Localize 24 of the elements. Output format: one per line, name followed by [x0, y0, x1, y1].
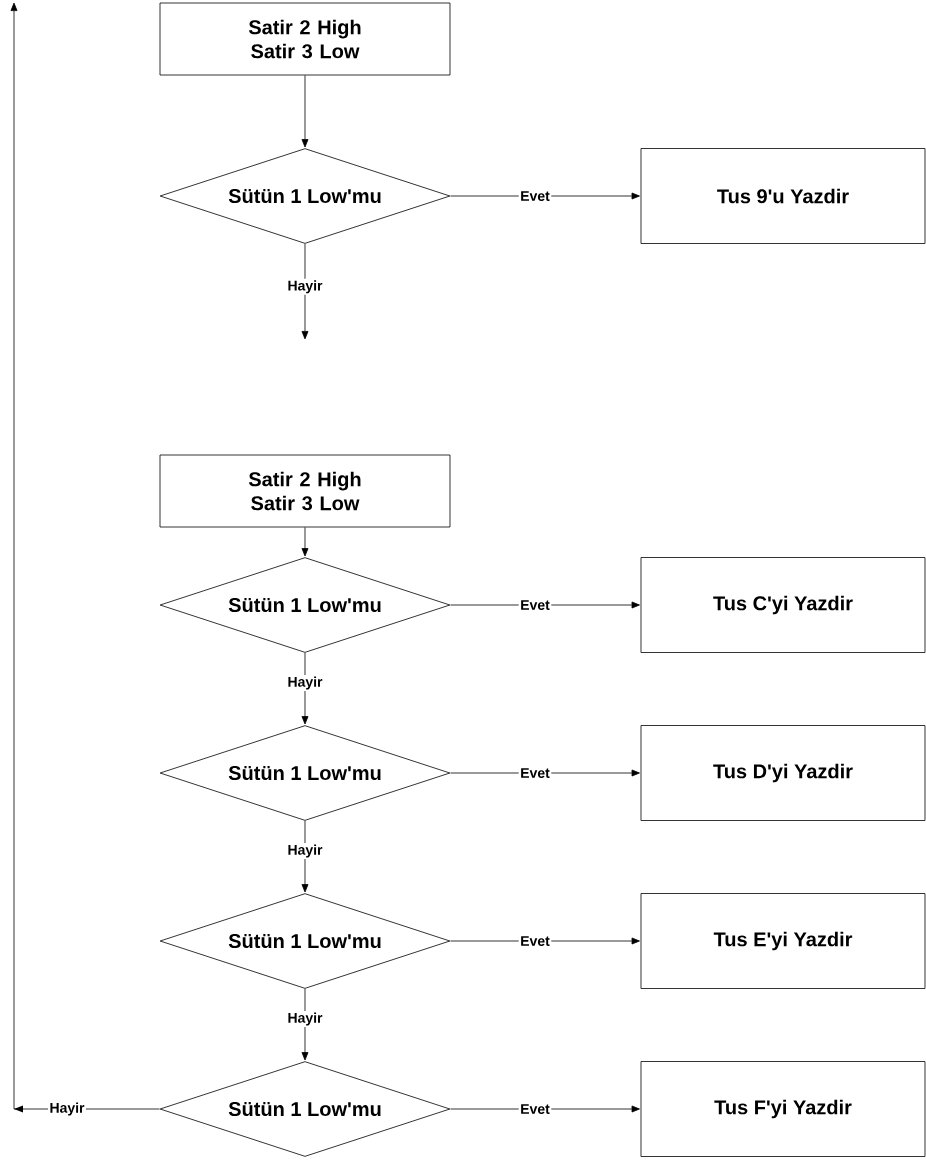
edge-label: Evet [518, 189, 552, 203]
arrow [10, 2, 160, 1113]
edge-label: Hayir [48, 1101, 86, 1118]
arrow [301, 527, 309, 557]
output-box: Tus 9'u Yazdir [640, 148, 926, 244]
arrow [301, 75, 309, 148]
edge-label: Hayir [286, 675, 324, 692]
arrow [301, 243, 309, 340]
arrow [301, 820, 309, 893]
output-box: Tus F'yi Yazdir [640, 1061, 926, 1157]
process-box: Satir 2 High Satir 3 Low [159, 2, 451, 76]
edge-label: Hayir [286, 1011, 324, 1028]
output-box: Tus C'yi Yazdir [640, 557, 926, 653]
edge-label: Hayir [286, 843, 324, 860]
edge-label: Evet [518, 766, 552, 780]
process-box: Satir 2 High Satir 3 Low [159, 454, 451, 528]
edge-label: Evet [518, 1102, 552, 1116]
output-box: Tus D'yi Yazdir [640, 725, 926, 821]
arrow [301, 652, 309, 725]
edge-label: Evet [518, 934, 552, 948]
output-box: Tus E'yi Yazdir [640, 893, 926, 989]
edge-label: Hayir [286, 278, 324, 295]
edge-label: Evet [518, 598, 552, 612]
arrow [301, 988, 309, 1061]
